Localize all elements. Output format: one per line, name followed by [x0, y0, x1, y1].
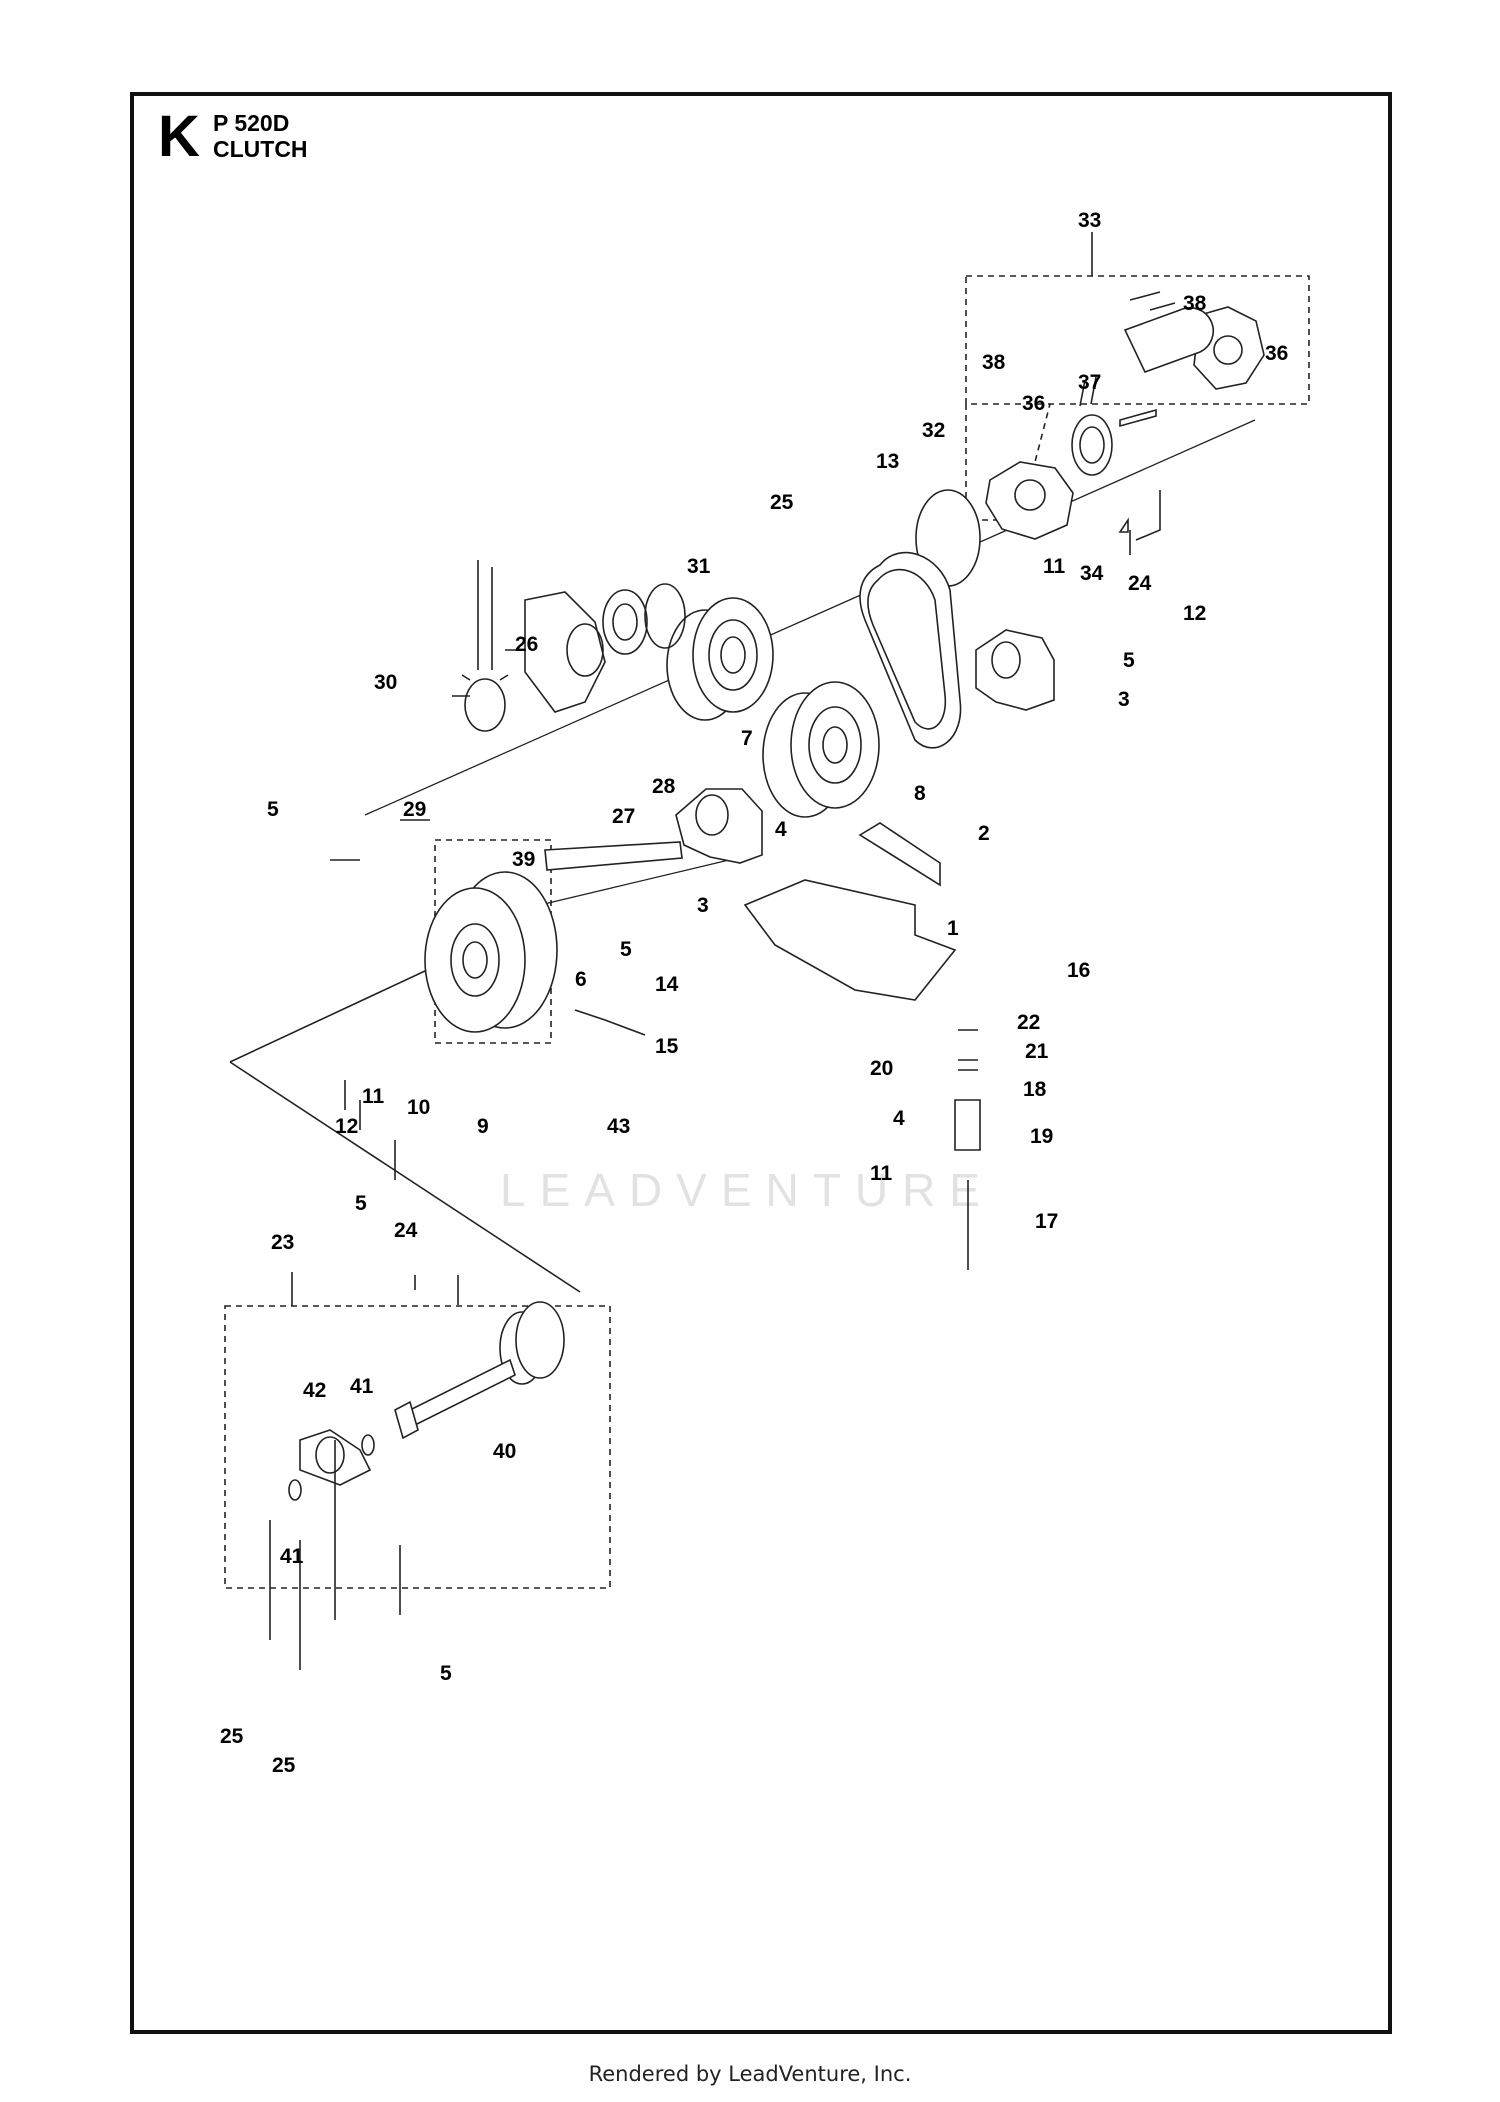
callout-36b: 36 — [1265, 342, 1288, 365]
electric-clutch — [424, 871, 558, 1033]
callout-5c: 5 — [620, 938, 632, 961]
callout-27: 27 — [612, 805, 635, 828]
callout-32: 32 — [922, 419, 945, 442]
callout-11b: 11 — [362, 1085, 385, 1108]
footer-credit: Rendered by LeadVenture, Inc. — [588, 2062, 912, 2086]
model-label: P 520D — [213, 110, 290, 136]
callout-34: 34 — [1080, 562, 1104, 585]
main-shaft — [544, 841, 683, 871]
callouts: 33 38 38 36 36 37 32 13 25 31 11 34 24 1… — [220, 209, 1288, 1777]
bearing-block-upper — [975, 629, 1055, 711]
group-box-33 — [965, 275, 1310, 405]
callout-18: 18 — [1023, 1078, 1047, 1101]
callout-24b: 24 — [394, 1219, 418, 1242]
callout-26: 26 — [515, 633, 538, 656]
callout-39: 39 — [512, 848, 535, 871]
callout-5b: 5 — [267, 798, 279, 821]
callout-5d: 5 — [355, 1192, 367, 1215]
callout-6: 6 — [575, 968, 587, 991]
bearing-block-lower — [675, 788, 763, 864]
callout-11c: 11 — [870, 1162, 893, 1185]
callout-12b: 12 — [335, 1115, 358, 1138]
callout-28: 28 — [652, 775, 676, 798]
coupling-assembly — [985, 291, 1265, 555]
tension-bracket — [743, 879, 957, 1001]
callout-20: 20 — [870, 1057, 893, 1080]
group-box-23 — [224, 1305, 611, 1589]
callout-17: 17 — [1035, 1210, 1058, 1233]
v-belt — [859, 551, 962, 749]
callout-41: 41 — [350, 1375, 374, 1398]
callout-4: 4 — [775, 818, 787, 841]
callout-37: 37 — [1078, 371, 1101, 394]
watermark-text: LEADVENTURE — [500, 1164, 994, 1216]
callout-43: 43 — [607, 1115, 630, 1138]
callout-25: 25 — [770, 491, 794, 514]
spring-sleeve — [954, 1099, 981, 1151]
callout-5e: 5 — [440, 1662, 452, 1685]
callout-4b: 4 — [893, 1107, 905, 1130]
callout-40: 40 — [493, 1440, 516, 1463]
callout-10: 10 — [407, 1096, 430, 1119]
section-letter: K — [158, 104, 200, 169]
callout-31: 31 — [687, 555, 711, 578]
callout-15: 15 — [655, 1035, 679, 1058]
callout-42: 42 — [303, 1379, 326, 1402]
diagram-frame — [130, 92, 1392, 2034]
callout-25c: 25 — [272, 1754, 296, 1777]
hub-flange — [524, 591, 606, 713]
callout-30: 30 — [374, 671, 397, 694]
section-title: CLUTCH — [213, 136, 308, 162]
callout-19: 19 — [1030, 1125, 1053, 1148]
pulley-upper — [666, 597, 774, 721]
callout-36: 36 — [1022, 392, 1045, 415]
parts-drawing — [224, 232, 1310, 1670]
callout-7: 7 — [741, 727, 753, 750]
callout-12: 12 — [1183, 602, 1206, 625]
callout-2: 2 — [978, 822, 990, 845]
callout-5: 5 — [1123, 649, 1135, 672]
callout-9: 9 — [477, 1115, 489, 1138]
callout-8: 8 — [914, 782, 926, 805]
callout-16: 16 — [1067, 959, 1090, 982]
group-box-9 — [434, 839, 552, 1044]
callout-25b: 25 — [220, 1725, 244, 1748]
callout-38b: 38 — [982, 351, 1006, 374]
callout-23: 23 — [271, 1231, 294, 1254]
callout-38: 38 — [1183, 292, 1207, 315]
callout-41b: 41 — [280, 1545, 304, 1568]
callout-3: 3 — [1118, 688, 1130, 711]
collar — [464, 678, 506, 732]
callout-22: 22 — [1017, 1011, 1040, 1034]
callout-24: 24 — [1128, 572, 1152, 595]
plate — [858, 822, 941, 887]
callout-11: 11 — [1043, 555, 1066, 578]
pto-shaft — [394, 1301, 565, 1440]
pulley-lower — [762, 681, 880, 818]
callout-29: 29 — [403, 798, 426, 821]
callout-13: 13 — [876, 450, 899, 473]
callout-1: 1 — [947, 917, 959, 940]
callout-14: 14 — [655, 973, 679, 996]
callout-3b: 3 — [697, 894, 709, 917]
callout-21: 21 — [1025, 1040, 1049, 1063]
bearing — [602, 589, 648, 655]
callout-33: 33 — [1078, 209, 1101, 232]
